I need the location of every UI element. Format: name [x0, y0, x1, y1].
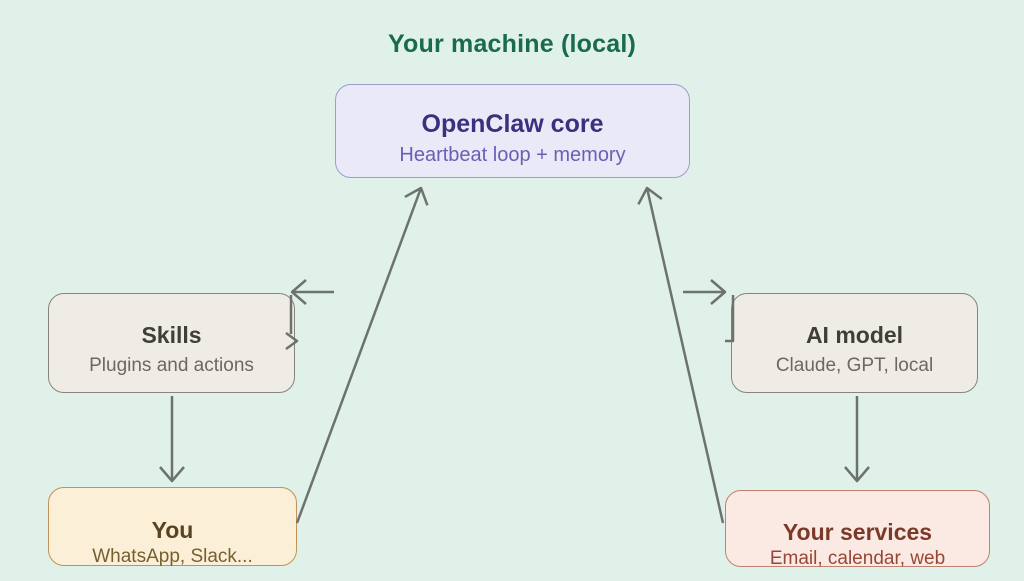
node-openclaw-core-subtitle: Heartbeat loop + memory — [399, 144, 626, 166]
node-ai-model-title: AI model — [805, 322, 904, 348]
node-ai-model-subtitle: Claude, GPT, local — [775, 355, 934, 376]
node-your-services-subtitle: Email, calendar, web — [769, 548, 946, 569]
node-skills-subtitle: Plugins and actions — [89, 355, 254, 376]
node-you-title: You — [151, 517, 194, 543]
node-openclaw-core-title: OpenClaw core — [421, 110, 604, 138]
edge-you-to-core — [295, 186, 429, 524]
node-you-subtitle: WhatsApp, Slack... — [92, 546, 253, 567]
edge-services-to-core — [637, 186, 725, 524]
node-your-services-title: Your services — [782, 519, 933, 545]
node-skills: Skills Plugins and actions — [48, 293, 295, 393]
node-you: You WhatsApp, Slack... — [48, 487, 297, 567]
node-openclaw-core: OpenClaw core Heartbeat loop + memory — [335, 84, 690, 178]
node-ai-model: AI model Claude, GPT, local — [731, 293, 978, 393]
node-your-services: Your services Email, calendar, web — [725, 490, 990, 569]
diagram-title: Your machine (local) — [387, 30, 637, 58]
node-skills-title: Skills — [141, 322, 202, 348]
